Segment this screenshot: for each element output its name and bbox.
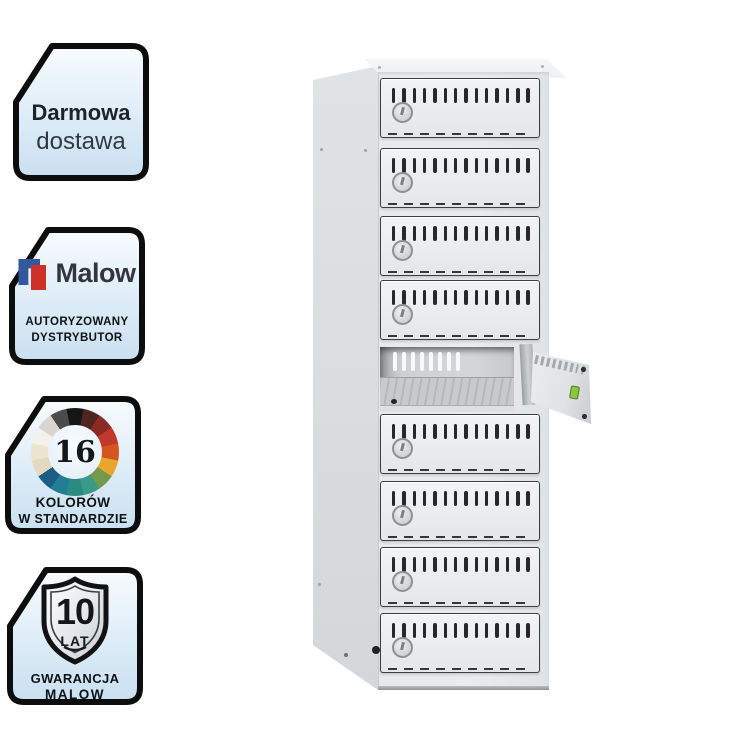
- door-bottom-gap: [388, 202, 532, 205]
- badge-outline: [9, 227, 145, 365]
- warranty-years: 10: [55, 591, 95, 632]
- distributor-line1: AUTORYZOWANY: [25, 316, 129, 328]
- door-vent-slots: [392, 557, 530, 572]
- rivet-dot: [344, 653, 348, 657]
- door-lock: [392, 240, 413, 261]
- door-vent-slots: [392, 226, 530, 241]
- rivet-dot: [378, 66, 381, 69]
- locker-base-edge: [378, 686, 549, 690]
- free-delivery-line2: dostawa: [36, 128, 126, 155]
- locker-door: [380, 547, 540, 607]
- colors-line1: KOLORÓW: [35, 495, 111, 510]
- interior-vent-slots: [393, 352, 460, 371]
- door-vent-slots: [392, 88, 530, 103]
- door-lock: [392, 304, 413, 325]
- warranty-unit: LAT: [60, 633, 90, 649]
- locker-door: [380, 613, 540, 673]
- door-lock: [392, 438, 413, 459]
- warranty-line2: MALOW: [45, 687, 105, 702]
- shield-icon: [41, 576, 109, 665]
- door-bottom-gap: [388, 601, 532, 604]
- door-bottom-gap: [388, 667, 532, 670]
- master-lock-dot: [372, 646, 380, 654]
- interior-keyhole: [391, 399, 397, 404]
- door-lock: [392, 172, 413, 193]
- locker-door: [380, 414, 540, 474]
- malow-brand-name: Malow: [55, 257, 136, 288]
- door-lock: [392, 102, 413, 123]
- door-vent-slots: [392, 290, 530, 305]
- lock-indicator: [568, 385, 581, 400]
- door-bottom-gap: [388, 334, 532, 337]
- door-bottom-gap: [388, 132, 532, 135]
- door-lock: [392, 505, 413, 526]
- free-delivery-line1: Darmowa: [31, 100, 131, 125]
- locker-door: [380, 78, 540, 138]
- open-compartment-interior: [380, 347, 514, 412]
- badge-free-delivery: Darmowa dostawa: [12, 42, 150, 182]
- door-lock: [392, 637, 413, 658]
- warranty-line1: GWARANCJA: [30, 671, 120, 686]
- badge-warranty: 10 LAT GWARANCJA MALOW: [6, 566, 144, 706]
- badge-authorized-distributor: Malow AUTORYZOWANY DYSTRYBUTOR: [8, 226, 146, 366]
- malow-logo-icon: [18, 256, 48, 290]
- color-count: 16: [48, 425, 102, 479]
- door-lock: [392, 571, 413, 592]
- locker-door: [380, 481, 540, 541]
- colors-line2: W STANDARDZIE: [18, 512, 128, 526]
- door-bottom-gap: [388, 270, 532, 273]
- rivet-dot: [541, 65, 544, 68]
- door-bottom-gap: [388, 535, 532, 538]
- rivet-dot: [364, 149, 367, 152]
- open-door-screw: [581, 367, 586, 372]
- open-door-screw: [582, 414, 587, 419]
- badge-outline: [13, 43, 149, 181]
- badge-color-range: 16 KOLORÓW W STANDARDZIE: [4, 395, 142, 535]
- rivet-dot: [318, 583, 321, 586]
- interior-shelf-lip: [380, 405, 514, 412]
- distributor-line2: DYSTRYBUTOR: [31, 332, 123, 344]
- door-vent-slots: [392, 158, 530, 173]
- locker-door: [380, 280, 540, 340]
- door-bottom-gap: [388, 468, 532, 471]
- locker-door: [380, 216, 540, 276]
- door-vent-slots: [392, 491, 530, 506]
- door-vent-slots: [392, 424, 530, 439]
- door-vent-slots: [392, 623, 530, 638]
- locker-door: [380, 148, 540, 208]
- interior-shelf: [380, 377, 514, 406]
- open-door-vent-slots: [534, 354, 586, 375]
- locker-side-panel: [313, 66, 378, 690]
- rivet-dot: [320, 148, 323, 151]
- color-wheel-icon: 16: [31, 408, 119, 496]
